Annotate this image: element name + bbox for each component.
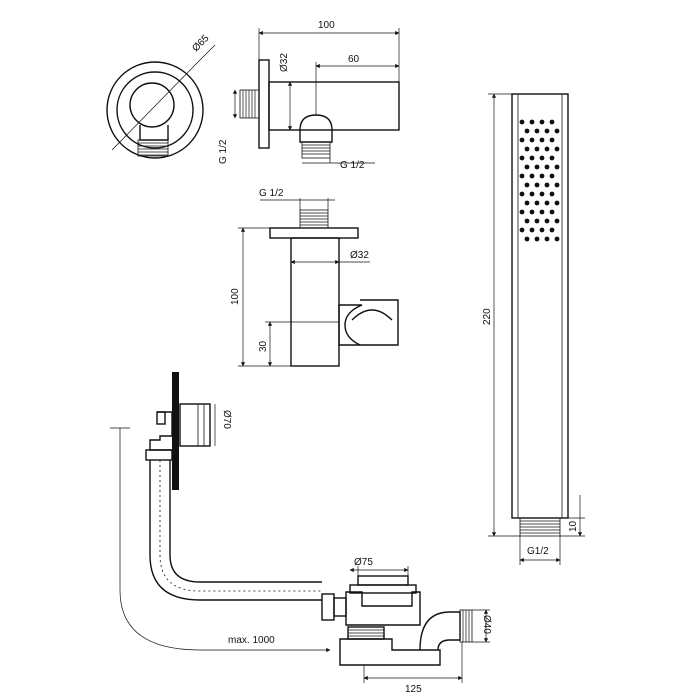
nozzle-dot: [534, 218, 540, 224]
hand-shower: 220 10 G1/2: [482, 93, 585, 565]
dim-60: 60: [348, 54, 360, 65]
nozzle-dot: [549, 119, 555, 125]
g12-mid: G 1/2: [259, 188, 284, 199]
nozzle-dot: [539, 155, 545, 161]
g12-right: G 1/2: [340, 160, 365, 171]
nozzle-dot: [554, 164, 560, 170]
nozzle-dot: [554, 182, 560, 188]
nozzle-dot: [544, 128, 550, 134]
nozzle-dot: [519, 227, 525, 233]
nozzle-dot: [549, 209, 555, 215]
nozzle-dot: [549, 227, 555, 233]
nozzle-dot: [544, 182, 550, 188]
max-1000-label: max. 1000: [228, 635, 275, 646]
nozzle-dot: [539, 137, 545, 143]
nozzle-dot: [529, 119, 535, 125]
bath-waste-overflow: Ø70 Ø75 Ø40: [110, 372, 492, 695]
nozzle-dot: [544, 200, 550, 206]
phi75-label: Ø75: [354, 557, 373, 568]
nozzle-dot: [539, 227, 545, 233]
dim-100-top: 100: [318, 20, 335, 31]
g12-left: G 1/2: [218, 139, 229, 164]
dim-10: 10: [568, 520, 579, 532]
nozzle-dot: [524, 218, 530, 224]
nozzle-dot: [539, 209, 545, 215]
nozzle-dot: [519, 119, 525, 125]
nozzle-dot: [534, 182, 540, 188]
nozzle-dot: [539, 173, 545, 179]
nozzle-dot: [554, 146, 560, 152]
dim-125: 125: [405, 684, 422, 695]
nozzle-dot: [534, 200, 540, 206]
nozzle-dot: [519, 155, 525, 161]
nozzle-dot: [544, 218, 550, 224]
nozzle-dot: [519, 137, 525, 143]
nozzle-dot: [549, 137, 555, 143]
nozzle-dot: [539, 119, 545, 125]
phi65-label: Ø65: [190, 33, 211, 54]
nozzle-dot: [529, 227, 535, 233]
nozzle-dot: [549, 173, 555, 179]
nozzle-dot: [554, 128, 560, 134]
g12-hand: G1/2: [527, 546, 549, 557]
nozzle-dot: [524, 146, 530, 152]
phi32-mid: Ø32: [350, 250, 369, 261]
nozzle-dot: [544, 164, 550, 170]
nozzle-dot: [539, 191, 545, 197]
nozzle-dot: [524, 182, 530, 188]
wall-elbow-front-view: Ø65: [106, 33, 216, 159]
wall-elbow-side-view: 100 60 Ø32 G 1/2 G 1/2: [218, 20, 400, 171]
phi40-label: Ø40: [481, 615, 492, 634]
nozzle-dot: [524, 236, 530, 242]
nozzle-dot: [534, 128, 540, 134]
nozzle-dot: [544, 236, 550, 242]
elbow-thread: [137, 139, 169, 157]
nozzle-dot: [549, 191, 555, 197]
nozzle-dot: [534, 236, 540, 242]
phi70-label: Ø70: [221, 410, 232, 429]
nozzle-dot: [534, 164, 540, 170]
nozzle-dot: [554, 200, 560, 206]
nozzle-dot: [549, 155, 555, 161]
nozzle-dot: [524, 164, 530, 170]
nozzle-dot: [519, 209, 525, 215]
nozzle-dot: [529, 209, 535, 215]
nozzle-dot: [529, 155, 535, 161]
holder-connector-view: G 1/2 Ø32 100 30: [230, 188, 399, 367]
nozzle-dot: [519, 191, 525, 197]
nozzle-dot: [554, 236, 560, 242]
nozzle-dot: [534, 146, 540, 152]
nozzle-dot: [524, 128, 530, 134]
nozzle-dot: [529, 191, 535, 197]
nozzle-dot: [524, 200, 530, 206]
nozzle-dot: [529, 137, 535, 143]
nozzle-grid: [519, 119, 560, 242]
nozzle-dot: [519, 173, 525, 179]
dim-30: 30: [258, 340, 269, 352]
nozzle-dot: [529, 173, 535, 179]
nozzle-dot: [544, 146, 550, 152]
dim-100-vert: 100: [230, 288, 241, 305]
phi32-top: Ø32: [279, 53, 290, 72]
dim-220: 220: [482, 308, 493, 325]
nozzle-dot: [554, 218, 560, 224]
